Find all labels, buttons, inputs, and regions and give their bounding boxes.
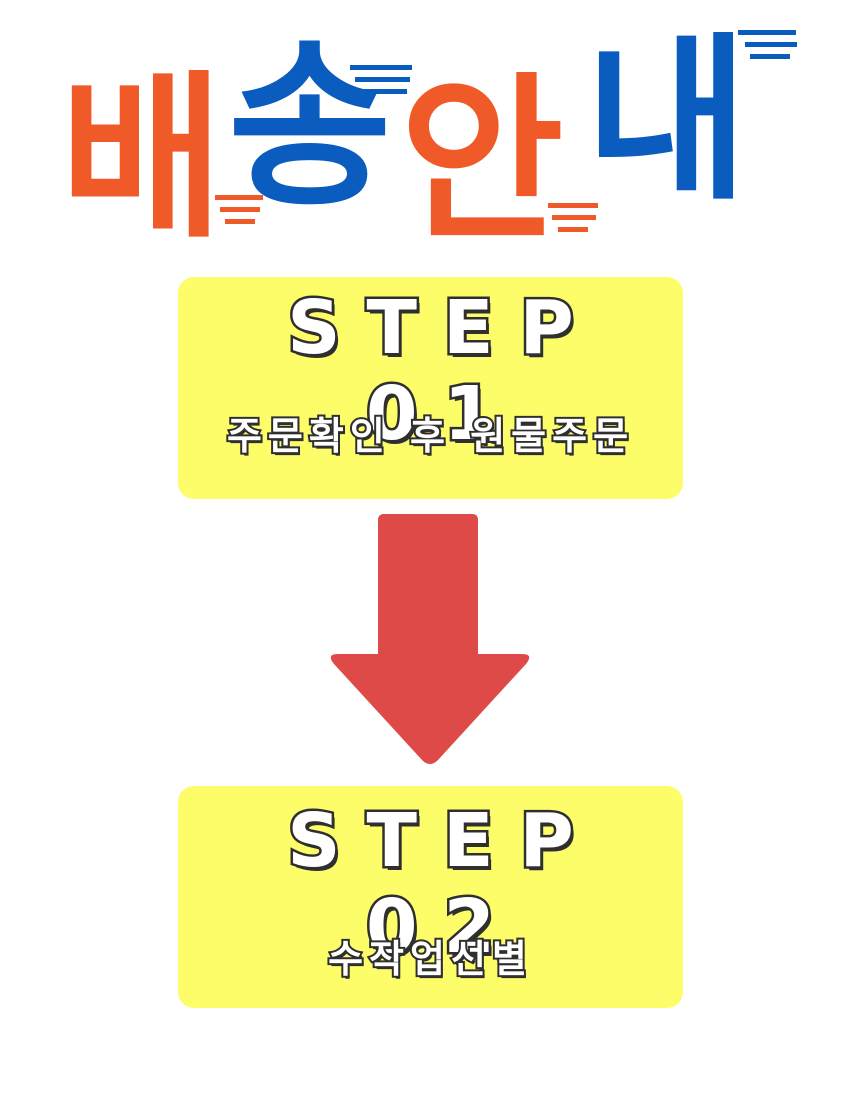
step-card-1: STEP 01 주문확인 후 원물주문	[178, 277, 683, 499]
step-label: STEP 01	[285, 283, 600, 460]
step-description: 주문확인 후 원물주문	[225, 412, 635, 460]
step-description: 수작업선별	[326, 935, 533, 983]
arrow-down-icon	[326, 512, 534, 768]
step-card-2: STEP 02 수작업선별	[178, 786, 683, 1008]
speed-lines-decoration	[215, 30, 797, 232]
step-label: STEP 02	[285, 796, 600, 973]
title-char-2: 송	[228, 23, 392, 230]
title-char-4: 내	[585, 17, 749, 224]
title-char-1: 배	[60, 55, 224, 240]
page-title: 배 송 안 내	[0, 10, 860, 240]
title-char-3: 안	[400, 57, 564, 240]
